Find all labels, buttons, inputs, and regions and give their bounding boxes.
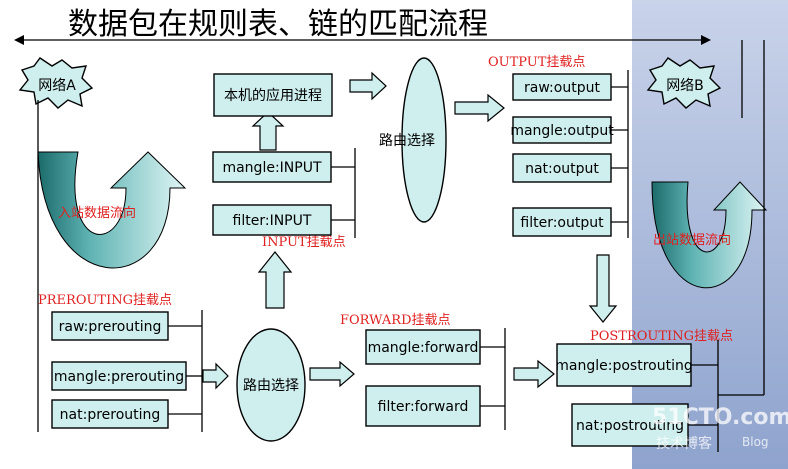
- arrow-output-to-postrouting: [588, 254, 618, 323]
- filter-forward-box: filter:forward: [365, 385, 481, 427]
- forward-hook-label: FORWARD挂载点: [340, 313, 451, 328]
- filter-output-box: filter:output: [512, 207, 612, 237]
- watermark-blog: Blog: [742, 435, 769, 449]
- mangle-prerouting-box: mangle:prerouting: [51, 361, 187, 391]
- mangle-input-box: mangle:INPUT: [212, 151, 332, 183]
- diagram-title: 数据包在规则表、链的匹配流程: [68, 7, 488, 42]
- routing-decision-1: 路由选择: [236, 328, 306, 442]
- arrow-routing2-to-output: [454, 93, 505, 123]
- watermark-domain: 51CTO.com: [652, 405, 788, 430]
- raw-output-box: raw:output: [512, 73, 612, 101]
- inbound-flow-arrow: [37, 151, 187, 269]
- raw-prerouting-label: raw:prerouting: [59, 319, 162, 335]
- mangle-input-label: mangle:INPUT: [222, 160, 321, 176]
- arrow-input-to-process: [251, 111, 285, 151]
- filter-input-label: filter:INPUT: [233, 213, 312, 229]
- mangle-output-label: mangle:output: [510, 123, 614, 139]
- arrow-routing1-to-forward: [309, 360, 355, 388]
- postrouting-hook-label: POSTROUTING挂载点: [590, 329, 733, 344]
- mangle-forward-label: mangle:forward: [368, 340, 479, 356]
- local-process-box: 本机的应用进程: [213, 73, 333, 117]
- outbound-flow-arrow: [651, 181, 768, 289]
- mangle-forward-box: mangle:forward: [365, 329, 481, 365]
- arrow-forward-to-postrouting: [513, 359, 555, 389]
- nat-output-label: nat:output: [525, 161, 599, 177]
- filter-input-box: filter:INPUT: [212, 204, 332, 236]
- top-span-arrowhead-right: [701, 35, 711, 45]
- raw-prerouting-box: raw:prerouting: [51, 311, 169, 341]
- arrow-process-to-routing2: [349, 71, 387, 101]
- nat-prerouting-box: nat:prerouting: [51, 399, 169, 429]
- output-hook-label: OUTPUT挂载点: [488, 55, 585, 70]
- watermark-sub: 技术博客: [656, 435, 712, 452]
- input-hook-label: INPUT挂载点: [262, 235, 346, 250]
- raw-output-label: raw:output: [524, 80, 600, 96]
- prerouting-hook-label: PREROUTING挂载点: [38, 293, 172, 308]
- top-span-arrowhead-left: [14, 35, 24, 45]
- network-a-cloud: 网络A: [18, 57, 94, 109]
- network-a-label: 网络A: [38, 78, 76, 94]
- nat-postrouting-label: nat:postrouting: [576, 418, 684, 434]
- network-b-label: 网络B: [666, 78, 704, 94]
- nat-postrouting-box: nat:postrouting: [571, 403, 689, 447]
- local-process-label: 本机的应用进程: [224, 87, 322, 104]
- filter-output-label: filter:output: [520, 215, 604, 231]
- filter-forward-label: filter:forward: [378, 399, 469, 415]
- arrow-routing1-to-input: [257, 251, 293, 309]
- network-b-cloud: 网络B: [646, 57, 722, 109]
- mangle-postrouting-label: mangle:postrouting: [555, 358, 692, 374]
- outbound-flow-label: 出站数据流向: [653, 232, 731, 248]
- mangle-output-box: mangle:output: [510, 116, 614, 144]
- mangle-prerouting-label: mangle:prerouting: [54, 369, 184, 385]
- watermark: 51CTO.com 技术博客 Blog: [652, 405, 788, 452]
- routing-decision-2: 路由选择: [379, 57, 447, 223]
- nat-prerouting-label: nat:prerouting: [60, 407, 161, 423]
- arrow-to-routing1: [202, 362, 229, 390]
- nat-output-box: nat:output: [512, 153, 612, 183]
- mangle-postrouting-box: mangle:postrouting: [555, 343, 693, 387]
- routing-decision-2-label: 路由选择: [379, 133, 435, 149]
- routing-decision-1-label: 路由选择: [243, 378, 299, 394]
- inbound-flow-label: 入站数据流向: [58, 205, 136, 221]
